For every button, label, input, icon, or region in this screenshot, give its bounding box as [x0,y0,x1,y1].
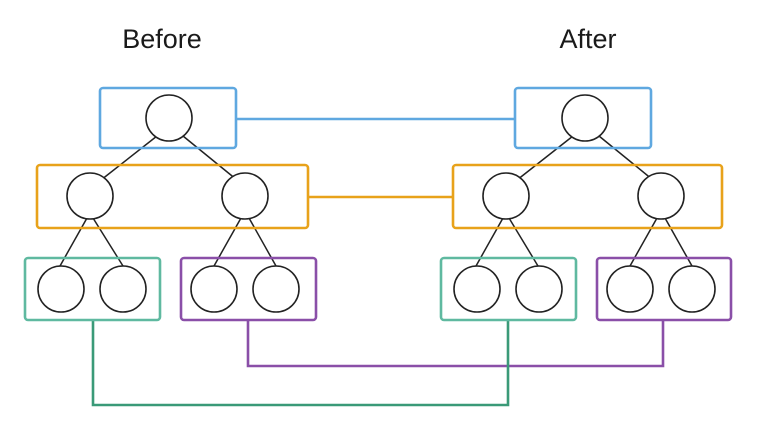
before-title: Before [122,24,202,54]
edge [598,135,654,181]
before-tree [23,86,318,322]
tree-node [221,172,269,220]
after-subtree-a-group [439,256,578,322]
tree-node [482,172,530,220]
tree-node [190,265,238,313]
before-subtree-b-group [179,256,318,322]
subtree-a-link [91,320,510,407]
edge [516,135,574,181]
tree-node [99,265,147,313]
after-tree [439,86,733,322]
subtree-b-link [246,320,665,368]
after-title: After [559,24,616,54]
tree-node [66,172,114,220]
tree-node [37,265,85,313]
tree-node [668,265,716,313]
tree-node [515,265,563,313]
after-subtree-b-group [595,256,733,322]
tree-node [561,94,609,142]
edge [182,135,238,181]
before-level2-group [35,163,310,230]
tree-node [252,265,300,313]
tree-node [606,265,654,313]
tree-node [145,94,193,142]
after-level2-group [451,163,724,230]
tree-node [637,172,685,220]
edge [100,135,158,181]
before-root-group [98,86,238,150]
tree-node [453,265,501,313]
after-root-group [513,86,653,150]
before-subtree-a-group [23,256,162,322]
